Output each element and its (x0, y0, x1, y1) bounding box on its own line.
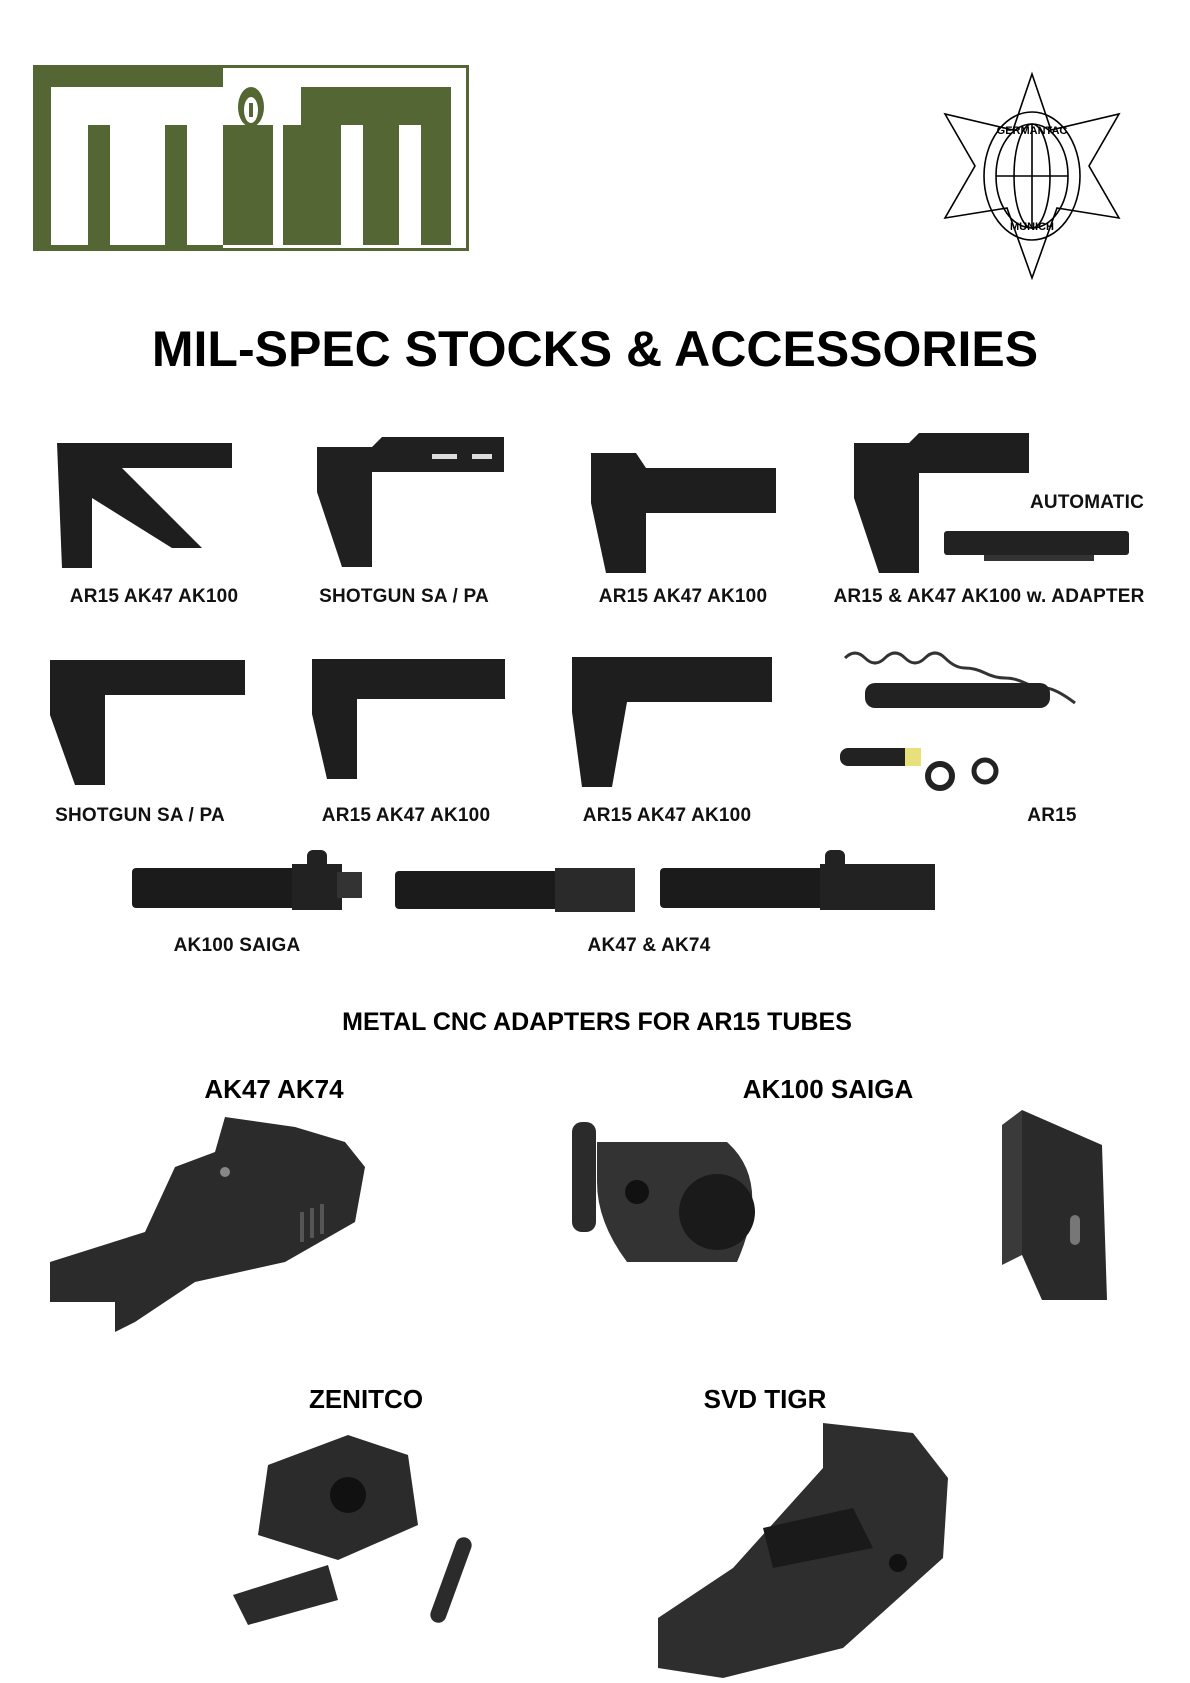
stock-label: SHOTGUN SA / PA (55, 805, 225, 826)
adapter-label: AK100 SAIGA (742, 1074, 914, 1104)
ak47-adapter-image (45, 1112, 405, 1342)
stock-label: SHOTGUN SA / PA (319, 586, 489, 607)
tube-image (660, 850, 935, 912)
stock-label: AR15 AK47 AK100 (69, 586, 239, 607)
stock-label: AR15 AK47 AK100 (598, 586, 768, 607)
stock-image (586, 443, 776, 578)
stock-image (567, 652, 772, 792)
stock-label: AR15 & AK47 AK100 w. ADAPTER (833, 586, 1145, 607)
adapter-label: AK47 AK74 (204, 1074, 344, 1104)
tube-label: AK100 SAIGA (173, 935, 301, 956)
page-title: MIL-SPEC STOCKS & ACCESSORIES (151, 321, 1039, 377)
stock-label: AR15 AK47 AK100 (582, 805, 752, 826)
stock-label: AR15 AK47 AK100 (321, 805, 491, 826)
svd-adapter-image (653, 1418, 953, 1683)
svg-text:GERMANTAC: GERMANTAC (997, 125, 1068, 137)
automatic-label: AUTOMATIC (1029, 492, 1145, 513)
buffer-kit-image (835, 648, 1085, 793)
stock-image (849, 428, 1029, 578)
svg-text:MUNICH: MUNICH (1010, 221, 1054, 233)
adapter-label: SVD TIGR (703, 1384, 827, 1414)
tube-image (395, 868, 635, 912)
stock-image (45, 655, 245, 790)
stock-image (52, 438, 232, 573)
stock-image (312, 432, 504, 572)
picatinny-adapter-image (962, 1105, 1177, 1305)
stock-label: AR15 (1027, 805, 1077, 826)
tube-label: AK47 & AK74 (587, 935, 711, 956)
adapter-label: ZENITCO (308, 1384, 424, 1414)
ak100-adapter-image (567, 1122, 772, 1272)
tube-image (132, 850, 362, 912)
stock-image (307, 654, 505, 784)
zenitco-adapter-image (228, 1425, 498, 1635)
adapters-heading: METAL CNC ADAPTERS FOR AR15 TUBES (342, 1008, 852, 1036)
buffer-tube-image (944, 527, 1129, 563)
mim-logo (33, 65, 469, 251)
germantac-emblem: GERMANTAC MUNICH (939, 70, 1125, 283)
